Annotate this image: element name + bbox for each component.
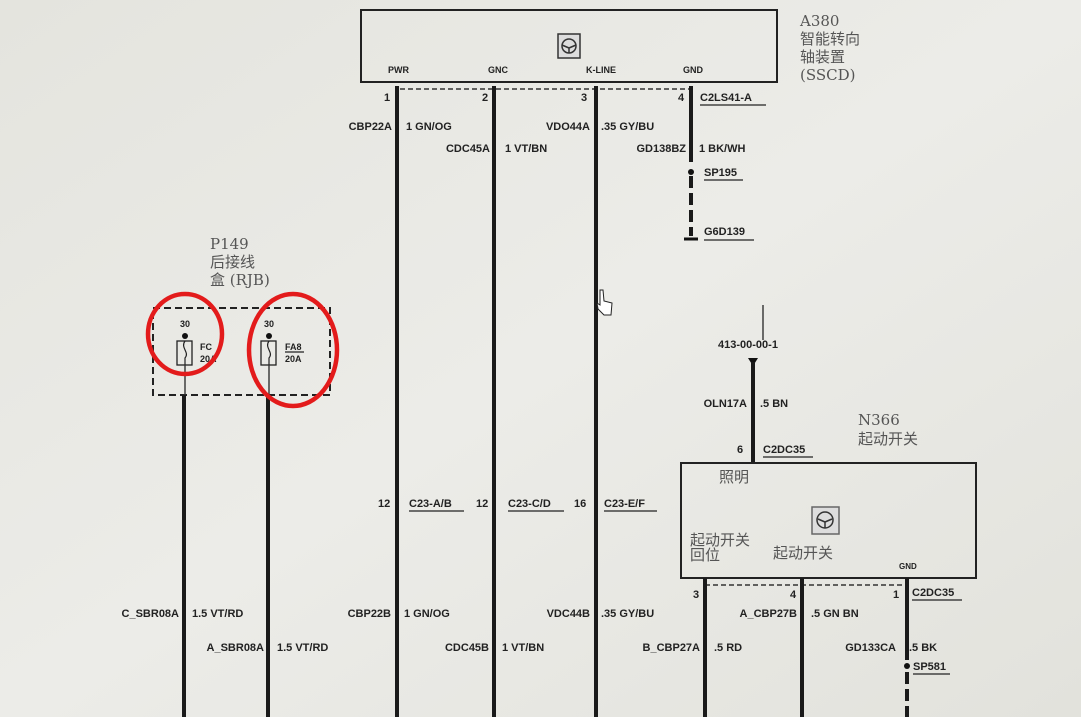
circuit-a-cbp27b: A_CBP27B xyxy=(740,608,798,620)
module-a380-name-1: 智能转向 xyxy=(800,30,860,48)
inline-pin-3: 16 xyxy=(574,498,586,510)
steering-wheel-icon xyxy=(557,33,581,59)
pin-number-1: 1 xyxy=(384,92,390,104)
circuit-vdo44a: VDO44A xyxy=(546,121,590,133)
splice-sp581: SP581 xyxy=(913,661,946,673)
connector-c2ls41-a: C2LS41-A xyxy=(700,92,752,104)
spec-a-cbp27b: .5 GN BN xyxy=(811,608,859,620)
module-n366-id: N366 xyxy=(858,411,900,429)
steering-wheel-icon xyxy=(811,506,840,535)
spec-cbp22a: 1 GN/OG xyxy=(406,121,452,133)
circuit-a-sbr08a: A_SBR08A xyxy=(207,642,265,654)
rjb-id: P149 xyxy=(210,235,249,253)
inline-pin-2: 12 xyxy=(476,498,488,510)
circuit-b-cbp27a: B_CBP27A xyxy=(643,642,701,654)
highlight-circle-fa8 xyxy=(246,291,340,409)
pin-number-4: 4 xyxy=(678,92,685,104)
fuse-fc-name: FC xyxy=(200,342,212,352)
inline-connector-c23-ef: C23-E/F xyxy=(604,498,645,510)
n366-in-pin: 6 xyxy=(737,444,743,456)
splice-sp195: SP195 xyxy=(704,167,737,179)
circuit-gd138bz: GD138BZ xyxy=(636,143,686,155)
n366-out-pin-1: 1 xyxy=(893,589,899,601)
pin-label-kline: K-LINE xyxy=(586,65,616,75)
module-a380[interactable]: PWR GNC K-LINE GND xyxy=(360,9,778,83)
hand-cursor-icon xyxy=(596,289,613,316)
rjb-name-2: 盒 (RJB) xyxy=(210,271,270,289)
spec-b-cbp27a: .5 RD xyxy=(714,642,742,654)
module-n366-name: 起动开关 xyxy=(858,430,918,448)
circuit-gd133ca: GD133CA xyxy=(845,642,896,654)
circuit-c-sbr08a: C_SBR08A xyxy=(122,608,180,620)
spec-cdc45a: 1 VT/BN xyxy=(505,143,547,155)
inline-pin-1: 12 xyxy=(378,498,390,510)
circuit-vdc44b: VDC44B xyxy=(547,608,590,620)
ground-g6d139: G6D139 xyxy=(704,226,745,238)
pin-label-pwr: PWR xyxy=(388,65,409,75)
fuse-fa8-name: FA8 xyxy=(285,342,302,352)
spec-c-sbr08a: 1.5 VT/RD xyxy=(192,608,243,620)
spec-vdo44a: .35 GY/BU xyxy=(601,121,654,133)
module-n366[interactable]: 照明 起动开关 回位 起动开关 GND xyxy=(680,462,977,579)
circuit-cbp22a: CBP22A xyxy=(349,121,392,133)
spec-oln17a: .5 BN xyxy=(760,398,788,410)
module-a380-id: A380 xyxy=(799,12,839,30)
spec-a-sbr08a: 1.5 VT/RD xyxy=(277,642,328,654)
highlight-circle-fc xyxy=(145,291,225,377)
pin-number-3: 3 xyxy=(581,92,587,104)
spec-vdc44b: .35 GY/BU xyxy=(601,608,654,620)
connector-c2dc35-bottom: C2DC35 xyxy=(912,587,954,599)
connector-c2dc35-top: C2DC35 xyxy=(763,444,805,456)
splice-dot-icon xyxy=(904,663,910,669)
spec-gd138bz: 1 BK/WH xyxy=(699,143,746,155)
n366-out-pin-4: 4 xyxy=(790,589,797,601)
circuit-cdc45a: CDC45A xyxy=(446,143,490,155)
circuit-cdc45b: CDC45B xyxy=(445,642,489,654)
inline-connector-c23-ab: C23-A/B xyxy=(409,498,452,510)
inline-connector-c23-cd: C23-C/D xyxy=(508,498,551,510)
label-switch-return-1: 起动开关 xyxy=(690,531,750,549)
spec-cdc45b: 1 VT/BN xyxy=(502,642,544,654)
fuse-fa8-rating: 20A xyxy=(285,354,302,364)
splice-dot-icon xyxy=(688,169,694,175)
spec-cbp22b: 1 GN/OG xyxy=(404,608,450,620)
fuse-fa8-pin: 30 xyxy=(264,319,274,329)
rjb-name-1: 后接线 xyxy=(210,253,255,271)
module-a380-name-2: 轴装置 xyxy=(800,48,845,66)
circuit-oln17a: OLN17A xyxy=(704,398,747,410)
fuse-fc[interactable]: 30 FC 20A xyxy=(176,319,217,395)
circuit-cbp22b: CBP22B xyxy=(348,608,391,620)
ref-page-link[interactable]: 413-00-00-1 xyxy=(718,339,778,351)
fuse-fc-rating: 20A xyxy=(200,354,217,364)
label-start-switch: 起动开关 xyxy=(773,544,833,562)
module-a380-abbr: (SSCD) xyxy=(800,66,856,84)
pin-label-gnd: GND xyxy=(683,65,704,75)
label-switch-return-2: 回位 xyxy=(690,546,720,564)
pin-number-2: 2 xyxy=(482,92,488,104)
label-gnd: GND xyxy=(899,562,917,571)
n366-out-pin-3: 3 xyxy=(693,589,699,601)
fuse-fa8[interactable]: 30 FA8 20A xyxy=(260,319,304,395)
label-lighting: 照明 xyxy=(719,468,749,486)
pin-label-gnc: GNC xyxy=(488,65,509,75)
fuse-fc-pin: 30 xyxy=(180,319,190,329)
spec-gd133ca: .5 BK xyxy=(909,642,937,654)
